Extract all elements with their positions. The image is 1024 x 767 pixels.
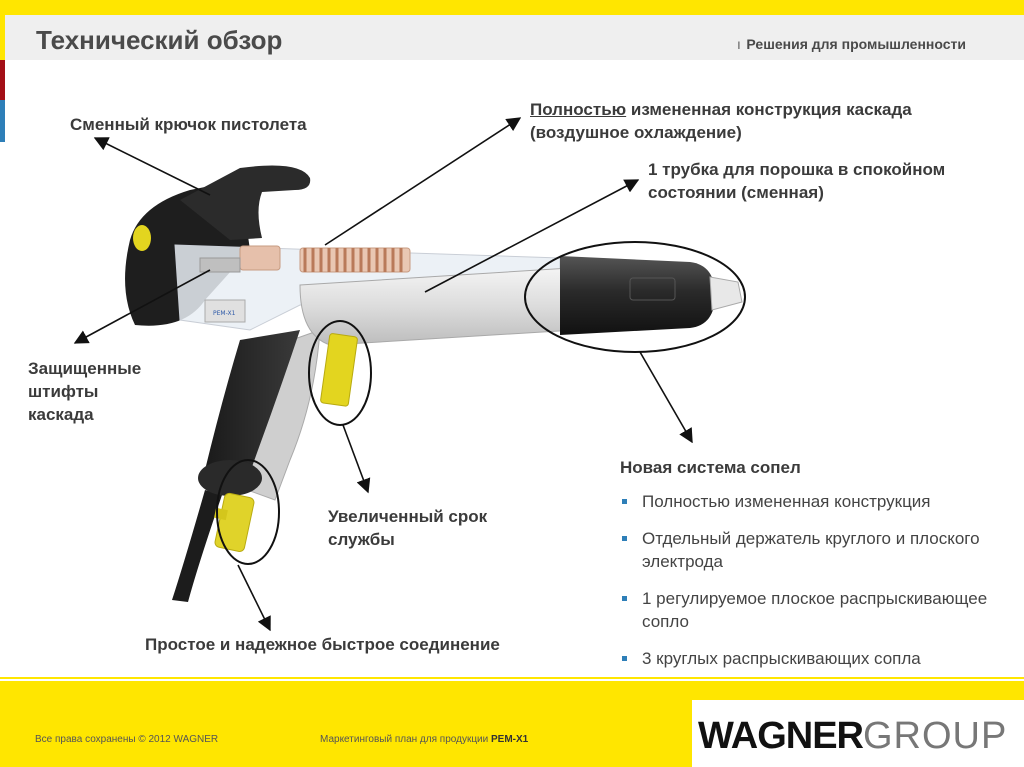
accent-blue: [0, 100, 5, 142]
footer-plan-product: PEM-X1: [491, 734, 529, 745]
label-nozzle-heading: Новая система сопел: [620, 458, 801, 477]
arrow-nozzle: [639, 351, 693, 444]
gun-handle-collar: [198, 460, 262, 496]
label-hook: Сменный крючок пистолета: [70, 115, 307, 134]
label-pins-line2: штифты: [28, 382, 99, 401]
accent-red: [0, 60, 5, 100]
footer-plan: Маркетинговый план для продукции PEM-X1: [320, 734, 528, 745]
list-item: Отдельный держатель круглого и плоского …: [620, 527, 1010, 573]
label-service-line1: Увеличенный срок: [328, 507, 488, 526]
wear-part: [320, 333, 358, 407]
label-tube-line1: 1 трубка для порошка в спокойном: [648, 160, 946, 179]
gun-barrel: [299, 267, 576, 346]
arrow-cascade: [324, 117, 522, 246]
wagner-group-logo: WAGNERGROUP: [698, 716, 1007, 756]
footer-divider: [0, 677, 1024, 679]
nozzle-feature-list: Полностью измененная конструкция Отдельн…: [620, 490, 1010, 684]
nozzle-highlight: [524, 241, 746, 353]
quick-connector: [214, 492, 255, 553]
gun-cable: [172, 490, 222, 602]
arrow-hook: [93, 137, 211, 196]
cascade-coil: [239, 245, 411, 273]
list-item: 3 круглых распрыскивающих сопла: [620, 647, 1010, 670]
top-yellow-band: [0, 0, 1024, 15]
wear-part-highlight: [308, 320, 372, 426]
subtitle-separator: I: [737, 40, 741, 52]
list-item: 1 регулируемое плоское распрыскивающее с…: [620, 587, 1010, 633]
subtitle-text: Решения для промышленности: [746, 36, 966, 52]
label-pins-line3: каскада: [28, 405, 94, 424]
page-title: Технический обзор: [36, 25, 283, 55]
label-cascade-line2: (воздушное охлаждение): [530, 123, 742, 142]
arrow-connection: [237, 564, 271, 632]
footer-plan-prefix: Маркетинговый план для продукции: [320, 734, 492, 745]
label-service-line2: службы: [328, 530, 395, 549]
nozzle-tip: [709, 276, 743, 311]
logo-background: [692, 700, 1024, 767]
label-pins-line1: Защищенные: [28, 359, 142, 378]
accent-yellow: [0, 15, 5, 60]
nozzle: [560, 256, 715, 335]
logo-bold-text: WAGNER: [698, 715, 864, 757]
page-subtitle: I Решения для промышленности: [737, 36, 966, 52]
footer-copyright: Все права сохранены © 2012 WAGNER: [35, 734, 219, 745]
arrow-service: [342, 424, 371, 494]
list-item: Полностью измененная конструкция: [620, 490, 1010, 513]
label-cascade: Полностью измененная конструкция каскада…: [530, 98, 912, 144]
label-cascade-rest: измененная конструкция каскада: [626, 100, 912, 119]
label-connection: Простое и надежное быстрое соединение: [145, 635, 500, 654]
label-tube: 1 трубка для порошка в спокойном состоян…: [648, 158, 945, 204]
gun-hook: [180, 165, 311, 240]
arrow-tube: [424, 179, 640, 293]
connector-highlight: [216, 459, 280, 565]
label-service: Увеличенный срок службы: [328, 505, 487, 551]
label-tube-line2: состоянии (сменная): [648, 183, 824, 202]
label-cascade-underlined: Полностью: [530, 100, 627, 119]
arrow-pins: [73, 269, 211, 344]
label-pins: Защищенные штифты каскада: [28, 357, 141, 426]
header-bar: [0, 15, 1024, 60]
logo-light-text: GROUP: [863, 715, 1008, 757]
gun-handle-black: [205, 330, 300, 478]
gun-model-label: PEM-X1: [213, 310, 236, 317]
